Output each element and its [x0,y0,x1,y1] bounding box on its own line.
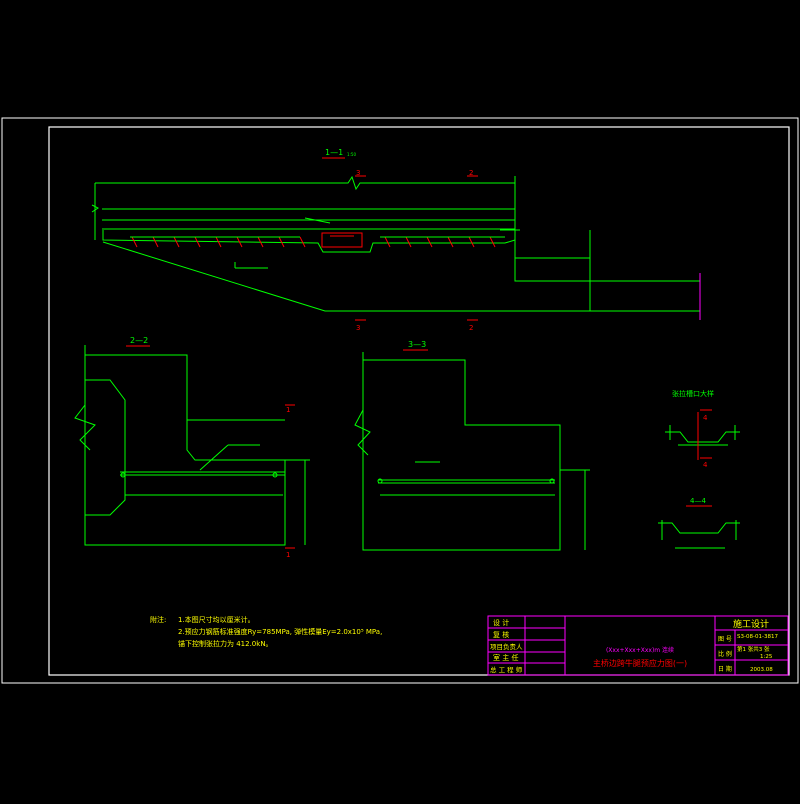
tb-role-3: 项目负责人 [490,642,523,651]
anchorage-box [321,232,363,248]
tb-role-4: 室 主 任 [493,653,518,662]
view-2-2-title: 2—2 [130,336,148,345]
sheet-inner-border [48,126,790,676]
section-mark-1-top: 1 [286,406,290,414]
detail-title: 张拉槽口大样 [672,389,714,398]
view-2-2-break [74,404,96,451]
view-1-1-scale: 1:50 [347,152,356,157]
tb-meta-label-3: 日 期 [718,665,732,673]
bearing-top-outline [102,230,516,253]
notes-head: 附注: [150,615,166,624]
tb-role-2: 复 核 [493,630,509,639]
tb-role-5: 总 工 程 师 [490,665,523,674]
view-3-3-title: 3—3 [408,340,426,349]
view-4-4: 4—4 [658,497,740,549]
section-mark-4-bottom: 4 [703,461,708,469]
section-mark-3-top: 3 [356,169,360,177]
view-3-3-break [354,409,371,456]
section-mark-4-top: 4 [703,414,708,422]
dim-tick [304,217,331,224]
callout-2-2-diag [199,444,229,471]
anchor-3-3-left [377,478,383,484]
view-1-1-title: 1—1 [325,148,343,157]
tb-meta-value-1: S3-08-01-3817 [737,634,778,640]
anchor-point-right [272,472,278,478]
notes-line-3: 锚下控制张拉力为 412.0kN。 [178,639,273,648]
view-4-4-title: 4—4 [690,497,706,505]
section-mark-1-bottom: 1 [286,551,290,559]
section-mark-2-top: 2 [469,169,473,177]
tb-drawing-title: 主桥边跨牛腿预应力图(一) [593,658,687,668]
view-2-2-outline [84,345,286,546]
anchor-3-3-right [549,478,555,484]
corbel-bottom-outline [102,240,701,312]
top-deck-line [95,175,515,191]
view-1-1: 1—1 1:50 [91,148,701,332]
view-3-3: 3—3 [354,340,590,551]
view-2-2: 2—2 1 1 [74,336,310,559]
notes-line-1: 1.本图尺寸均以厘米计。 [178,615,255,624]
tb-sheet: 第1 张共3 张 [737,645,770,653]
tb-meta-value-3: 2003.08 [750,667,773,673]
left-break-mark [91,204,99,213]
detail-view: 张拉槽口大样 4 4 [665,389,740,469]
view-2-2-flange [85,379,126,516]
anchor-point-left [120,472,126,478]
view-3-3-outline [362,352,561,551]
sheet-outer-border [1,117,799,684]
tb-meta-label-1: 图 号 [718,636,732,643]
tendon-ticks [131,236,496,248]
title-block: 设 计 复 核 项目负责人 室 主 任 总 工 程 师 (Xxx+Xxx+Xxx… [487,615,789,676]
tb-stage: 施工设计 [733,618,769,630]
tb-project-line: (Xxx+Xxx+Xxx)m 连续 [606,646,674,654]
tb-meta-value-2: 1:25 [760,654,773,660]
notes-line-2: 2.预应力钢筋标准强度Ry=785MPa, 弹性模量Ey=2.0x10⁵ MPa… [178,627,382,636]
detail-notch [665,431,740,443]
section-mark-2-bottom: 2 [469,324,473,332]
view-4-4-notch [658,522,740,534]
notes: 附注: 1.本图尺寸均以厘米计。 2.预应力钢筋标准强度Ry=785MPa, 弹… [150,615,382,648]
tb-meta-label-2: 比 例 [718,650,732,658]
section-mark-3-bottom: 3 [356,324,360,332]
tb-role-1: 设 计 [493,618,509,627]
